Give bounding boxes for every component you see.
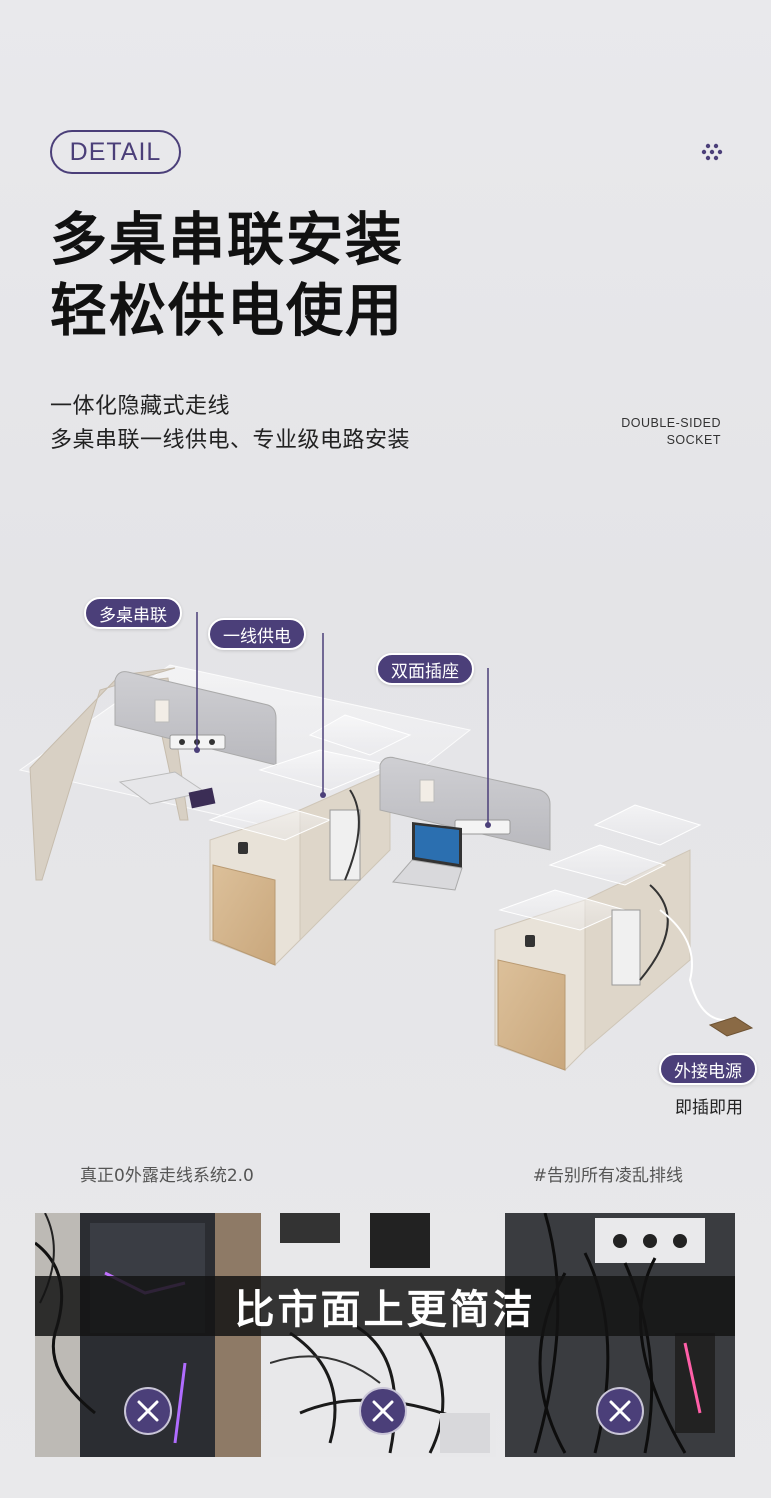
english-label-line2: SOCKET bbox=[666, 433, 721, 447]
detail-badge: DETAIL bbox=[50, 130, 181, 174]
x-icon bbox=[359, 1387, 407, 1435]
subtitle-line1: 一体化隐藏式走线 bbox=[50, 394, 231, 419]
callout-double-socket: 双面插座 bbox=[376, 653, 474, 685]
caption-right: #告别所有凌乱排线 bbox=[532, 1166, 683, 1186]
caption-left: 真正0外露走线系统2.0 bbox=[80, 1166, 254, 1186]
callout-external-power: 外接电源 bbox=[659, 1053, 757, 1085]
desk-illustration bbox=[18, 612, 754, 1071]
plug-and-use-text: 即插即用 bbox=[675, 1098, 743, 1118]
callout-multi-desk: 多桌串联 bbox=[84, 597, 182, 629]
page-title-line2: 轻松供电使用 bbox=[50, 278, 404, 344]
callout-one-line-power: 一线供电 bbox=[208, 618, 306, 650]
subtitle-line2: 多桌串联一线供电、专业级电路安装 bbox=[50, 428, 411, 453]
x-icon bbox=[596, 1387, 644, 1435]
page-title-line1: 多桌串联安装 bbox=[50, 207, 404, 273]
dots-icon bbox=[701, 143, 723, 161]
english-label-line1: DOUBLE-SIDED bbox=[621, 416, 721, 430]
english-label: DOUBLE-SIDED SOCKET bbox=[621, 415, 721, 449]
x-icon bbox=[124, 1387, 172, 1435]
comparison-banner: 比市面上更简洁 bbox=[35, 1276, 735, 1336]
